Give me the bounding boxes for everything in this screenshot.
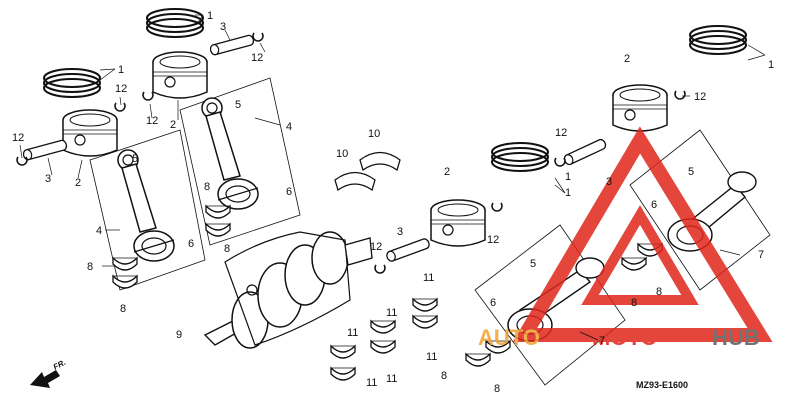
callout-8-c: 8 bbox=[87, 261, 93, 273]
watermark-text-hub: HUB bbox=[712, 325, 760, 350]
piston-pin-left bbox=[21, 138, 69, 162]
pin-clip-2 bbox=[142, 91, 154, 101]
callout-4-b: 4 bbox=[96, 225, 102, 237]
piston-ring-set-right bbox=[689, 25, 747, 55]
callout-5-d: 5 bbox=[688, 166, 694, 178]
piston-pin-right bbox=[562, 137, 608, 167]
callout-11-e: 11 bbox=[347, 327, 358, 339]
pin-clip-5 bbox=[374, 264, 386, 274]
callout-3-d: 3 bbox=[606, 176, 612, 188]
pin-clip-1 bbox=[252, 32, 264, 42]
leader-lines bbox=[19, 14, 766, 341]
rod-bearing-4 bbox=[112, 275, 138, 289]
callout-8-h: 8 bbox=[494, 383, 500, 395]
piston-right bbox=[612, 84, 668, 132]
callout-11-f: 11 bbox=[366, 377, 377, 389]
callout-1-d: 1 bbox=[565, 187, 571, 199]
callout-8-a: 8 bbox=[204, 181, 210, 193]
thrust-washer-1 bbox=[334, 171, 376, 192]
callout-5-a: 5 bbox=[235, 99, 241, 111]
rod-bearing-5 bbox=[465, 353, 491, 367]
callout-6-c: 6 bbox=[490, 297, 496, 309]
callout-3-c: 3 bbox=[397, 226, 403, 238]
callout-6-d: 6 bbox=[651, 199, 657, 211]
rod-bearing-3 bbox=[112, 257, 138, 271]
callout-11-a: 11 bbox=[423, 272, 434, 284]
callout-7-a: 7 bbox=[758, 249, 764, 261]
callout-8-d: 8 bbox=[120, 303, 126, 315]
rod-bearing-2 bbox=[205, 223, 231, 237]
rod-bearing-7 bbox=[621, 257, 647, 271]
callout-12-h: 12 bbox=[694, 91, 706, 103]
pin-clip-8 bbox=[554, 157, 566, 167]
piston-ring-set-top bbox=[146, 8, 204, 38]
rod-box-middle bbox=[179, 77, 301, 246]
callout-2-d: 2 bbox=[624, 53, 630, 65]
main-bearing-6 bbox=[330, 367, 356, 381]
watermark-logo: AUTO MOTO HUB bbox=[478, 126, 773, 350]
piston-ring-set-center bbox=[491, 142, 549, 172]
callouts: 1 1 1 1 1 2 2 2 2 3 3 3 3 4 4 5 5 5 5 6 … bbox=[12, 10, 774, 395]
callout-12-c: 12 bbox=[146, 115, 158, 127]
main-bearing-1 bbox=[412, 298, 438, 312]
callout-12-b: 12 bbox=[115, 83, 127, 95]
pin-clip-6 bbox=[491, 202, 503, 212]
callout-10-a: 10 bbox=[368, 128, 380, 140]
piston-top bbox=[152, 51, 208, 99]
main-bearing-5 bbox=[330, 345, 356, 359]
callout-12-f: 12 bbox=[487, 234, 499, 246]
callout-5-c: 5 bbox=[530, 258, 536, 270]
callout-10-b: 10 bbox=[336, 148, 348, 160]
callout-1-a: 1 bbox=[207, 10, 213, 22]
main-bearing-3 bbox=[370, 320, 396, 334]
callout-9: 9 bbox=[176, 329, 182, 341]
callout-8-g: 8 bbox=[441, 370, 447, 382]
callout-12-a: 12 bbox=[251, 52, 263, 64]
rod-bearing-1 bbox=[205, 205, 231, 219]
callout-8-e: 8 bbox=[631, 297, 637, 309]
callout-12-e: 12 bbox=[370, 241, 382, 253]
callout-12-g: 12 bbox=[555, 127, 567, 139]
callout-11-b: 11 bbox=[426, 351, 437, 363]
callout-1-c: 1 bbox=[565, 171, 571, 183]
callout-3-a: 3 bbox=[220, 21, 226, 33]
callout-2-c: 2 bbox=[444, 166, 450, 178]
callout-3-b: 3 bbox=[45, 173, 51, 185]
callout-6-b: 6 bbox=[188, 238, 194, 250]
callout-8-f: 8 bbox=[656, 286, 662, 298]
front-direction-label: FR. bbox=[52, 358, 68, 372]
piston-center bbox=[430, 199, 486, 247]
callout-2-b: 2 bbox=[75, 177, 81, 189]
crankshaft bbox=[203, 231, 373, 349]
callout-6-a: 6 bbox=[286, 186, 292, 198]
thrust-washer-2 bbox=[359, 151, 401, 172]
rod-box-left bbox=[89, 129, 206, 291]
piston-pin-center bbox=[384, 237, 432, 263]
pin-clip-7 bbox=[674, 90, 686, 100]
callout-1-e: 1 bbox=[768, 59, 774, 71]
callout-12-d: 12 bbox=[12, 132, 24, 144]
piston-left bbox=[62, 109, 118, 157]
callout-11-c: 11 bbox=[386, 307, 397, 319]
diagram-code: MZ93-E1600 bbox=[636, 380, 688, 390]
callout-2-a: 2 bbox=[170, 119, 176, 131]
main-bearing-4 bbox=[370, 340, 396, 354]
main-bearing-2 bbox=[412, 315, 438, 329]
callout-1-b: 1 bbox=[118, 64, 124, 76]
callout-8-b: 8 bbox=[224, 243, 230, 255]
callout-5-b: 5 bbox=[132, 153, 138, 165]
piston-ring-set-left bbox=[43, 68, 101, 98]
watermark-text-auto: AUTO bbox=[478, 325, 540, 350]
callout-11-d: 11 bbox=[386, 373, 397, 385]
watermark-text-moto: MOTO bbox=[592, 325, 658, 350]
connecting-rod-left bbox=[117, 149, 175, 262]
connecting-rod-middle bbox=[201, 97, 259, 210]
front-direction-arrow: FR. bbox=[30, 358, 67, 388]
pin-clip-3 bbox=[114, 102, 126, 112]
callout-7-b: 7 bbox=[599, 335, 605, 347]
callout-4-a: 4 bbox=[286, 121, 292, 133]
piston-pin-top bbox=[208, 33, 256, 57]
